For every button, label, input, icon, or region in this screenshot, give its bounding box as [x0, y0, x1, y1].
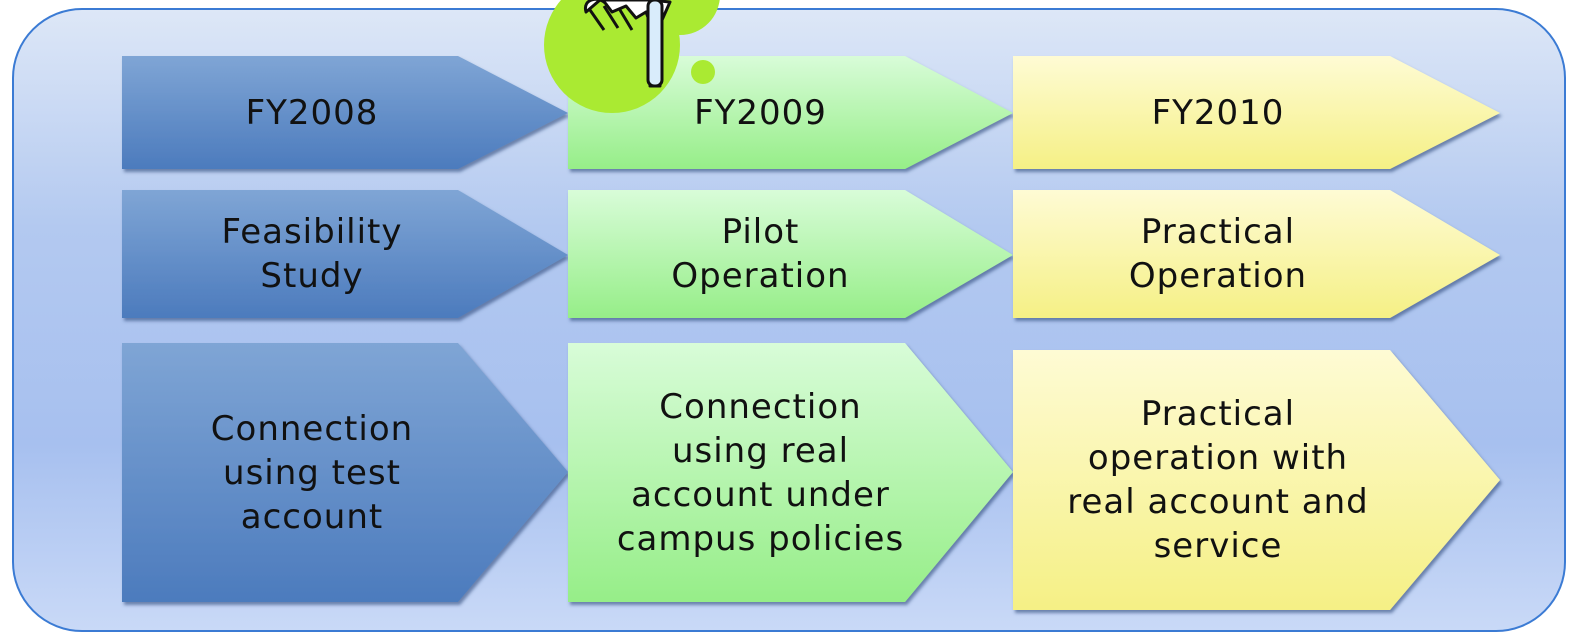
chevron-detail-2009: [568, 343, 1013, 602]
phase-label-pilot: Pilot Operation: [671, 212, 850, 296]
phase-label-practical: Practical Operation: [1128, 212, 1308, 296]
phase-label-feasibility: Feasibility Study: [221, 212, 403, 296]
chevron-fy2010: [1013, 56, 1500, 169]
year-label-fy2010: FY2010: [1151, 92, 1285, 133]
chevron-fy2009: [568, 56, 1013, 169]
chevron-detail-2008: [122, 343, 568, 602]
chevron-fy2008: [122, 56, 568, 169]
chevron-practical: [1013, 190, 1500, 318]
detail-label-2010: Practical operation with real account an…: [1067, 394, 1369, 566]
year-label-fy2008: FY2008: [245, 92, 379, 133]
year-label-fy2009: FY2009: [694, 92, 827, 133]
chevron-pilot: [568, 190, 1013, 318]
detail-label-2008: Connection using test account: [210, 408, 414, 537]
chevron-feasibility: [122, 190, 568, 318]
detail-label-2009: Connection using real account under camp…: [616, 386, 905, 559]
pointing-hand-icon: [544, 0, 720, 113]
chevron-detail-2010: [1013, 350, 1500, 610]
